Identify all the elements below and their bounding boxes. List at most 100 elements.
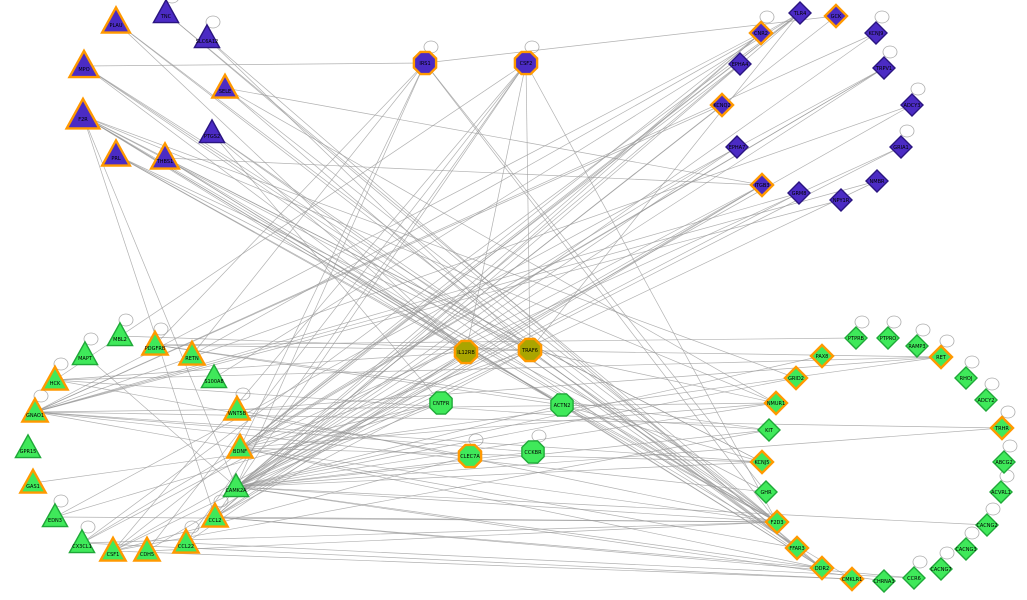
node-grm8[interactable]: GRM8 — [787, 181, 811, 205]
node-ccr6[interactable]: CCR6 — [902, 566, 926, 590]
diamond-node-shape[interactable] — [992, 450, 1016, 474]
diamond-node-shape[interactable] — [709, 92, 735, 118]
diamond-node-shape[interactable] — [928, 344, 954, 370]
node-adcy2[interactable]: ADCY2 — [974, 388, 998, 412]
node-kcnj9[interactable]: KCNJ9 — [864, 21, 888, 45]
diamond-node-shape[interactable] — [809, 555, 835, 581]
diamond-node-shape[interactable] — [829, 188, 853, 212]
diamond-node-shape[interactable] — [754, 480, 778, 504]
node-plau[interactable]: PLAU — [100, 4, 132, 34]
node-mpo[interactable]: MPO — [67, 48, 101, 79]
diamond-node-shape[interactable] — [839, 566, 865, 592]
diamond-node-shape[interactable] — [809, 343, 835, 369]
diamond-node-shape[interactable] — [975, 513, 999, 537]
node-trhr[interactable]: TRHR — [989, 415, 1015, 441]
diamond-node-shape[interactable] — [783, 365, 809, 391]
node-acvrl1[interactable]: ACVRL1 — [989, 480, 1013, 504]
node-adcy3[interactable]: ADCY3 — [900, 93, 924, 117]
node-grid2[interactable]: GRID2 — [783, 365, 809, 391]
node-wnt5b[interactable]: WNT5B — [222, 394, 252, 421]
diamond-node-shape[interactable] — [787, 181, 811, 205]
diamond-node-shape[interactable] — [725, 135, 749, 159]
diamond-node-shape[interactable] — [902, 566, 926, 590]
node-gnao1[interactable]: GNAO1 — [20, 396, 50, 423]
diamond-node-shape[interactable] — [865, 169, 889, 193]
node-ptpro[interactable]: PTPRO — [876, 326, 900, 350]
node-ghr[interactable]: GHR — [754, 480, 778, 504]
node-ddr2[interactable]: DDR2 — [809, 555, 835, 581]
node-kit[interactable]: KIT — [757, 418, 781, 442]
node-prl[interactable]: PRL — [100, 137, 132, 167]
node-nmur1[interactable]: NMUR1 — [763, 390, 789, 416]
octagon-node-shape[interactable] — [453, 339, 479, 365]
node-ret[interactable]: RET — [928, 344, 954, 370]
diamond-node-shape[interactable] — [823, 3, 849, 29]
node-ccl2[interactable]: CCL2 — [200, 501, 230, 528]
diamond-node-shape[interactable] — [900, 93, 924, 117]
node-traf6[interactable]: TRAF6 — [517, 337, 543, 363]
node-npy1r[interactable]: NPY1R — [829, 188, 853, 212]
node-gpr15[interactable]: GPR15 — [14, 433, 42, 459]
node-clec7a[interactable]: CLEC7A — [457, 443, 483, 469]
node-slc6a12[interactable]: SLC6A12 — [193, 23, 221, 49]
triangle-node-shape[interactable] — [225, 432, 255, 459]
triangle-node-shape[interactable] — [193, 23, 221, 49]
triangle-node-shape[interactable] — [132, 535, 162, 562]
node-sele[interactable]: SELE — [210, 72, 240, 99]
diamond-node-shape[interactable] — [876, 326, 900, 350]
node-rhoj[interactable]: RHOJ — [954, 366, 978, 390]
diamond-node-shape[interactable] — [954, 537, 978, 561]
node-hck[interactable]: HCK — [40, 364, 70, 391]
diamond-node-shape[interactable] — [974, 388, 998, 412]
triangle-node-shape[interactable] — [149, 140, 181, 170]
triangle-node-shape[interactable] — [140, 329, 170, 356]
triangle-node-shape[interactable] — [100, 137, 132, 167]
node-itgb3[interactable]: ITGB3 — [749, 172, 775, 198]
diamond-node-shape[interactable] — [872, 56, 896, 80]
node-edn3[interactable]: EDN3 — [41, 502, 69, 528]
node-epha7[interactable]: EPHA7 — [725, 135, 749, 159]
node-irs1[interactable]: IRS1 — [412, 50, 438, 76]
diamond-node-shape[interactable] — [784, 535, 810, 561]
node-gas1[interactable]: GAS1 — [18, 467, 48, 494]
triangle-node-shape[interactable] — [40, 364, 70, 391]
node-cntfr[interactable]: CNTFR — [429, 391, 453, 415]
triangle-node-shape[interactable] — [41, 502, 69, 528]
node-thbs1[interactable]: THBS1 — [149, 140, 181, 170]
triangle-node-shape[interactable] — [20, 396, 50, 423]
octagon-node-shape[interactable] — [517, 337, 543, 363]
node-gria1[interactable]: GRIA1 — [889, 135, 913, 159]
diamond-node-shape[interactable] — [889, 135, 913, 159]
node-tnc[interactable]: TNC — [152, 0, 180, 24]
node-cx3cl1[interactable]: CX3CL1 — [68, 528, 96, 554]
node-il12rb[interactable]: IL12RB — [453, 339, 479, 365]
node-cmklr1[interactable]: CMKLR1 — [839, 566, 865, 592]
diamond-node-shape[interactable] — [872, 569, 896, 593]
node-kcnq2[interactable]: KCNQ2 — [709, 92, 735, 118]
triangle-node-shape[interactable] — [152, 0, 180, 24]
diamond-node-shape[interactable] — [764, 509, 790, 535]
diamond-node-shape[interactable] — [954, 366, 978, 390]
diamond-node-shape[interactable] — [989, 480, 1013, 504]
triangle-node-shape[interactable] — [14, 433, 42, 459]
node-chrna3[interactable]: CHRNA3 — [872, 569, 896, 593]
diamond-node-shape[interactable] — [905, 334, 929, 358]
diamond-node-shape[interactable] — [788, 1, 812, 25]
node-actn2[interactable]: ACTN2 — [550, 393, 574, 417]
triangle-node-shape[interactable] — [98, 535, 128, 562]
node-pdgfrb[interactable]: PDGFRB — [140, 329, 170, 356]
triangle-node-shape[interactable] — [64, 96, 102, 130]
diamond-node-shape[interactable] — [929, 557, 953, 581]
triangle-node-shape[interactable] — [67, 48, 101, 79]
node-kcnj5[interactable]: KCNJ5 — [749, 449, 775, 475]
octagon-node-shape[interactable] — [412, 50, 438, 76]
octagon-node-shape[interactable] — [457, 443, 483, 469]
triangle-node-shape[interactable] — [71, 340, 99, 366]
octagon-node-shape[interactable] — [521, 440, 545, 464]
diamond-node-shape[interactable] — [749, 172, 775, 198]
triangle-node-shape[interactable] — [106, 321, 134, 347]
node-ptprb[interactable]: PTPRB — [844, 326, 868, 350]
triangle-node-shape[interactable] — [198, 118, 226, 144]
octagon-node-shape[interactable] — [429, 391, 453, 415]
node-mapt[interactable]: MAPT — [71, 340, 99, 366]
